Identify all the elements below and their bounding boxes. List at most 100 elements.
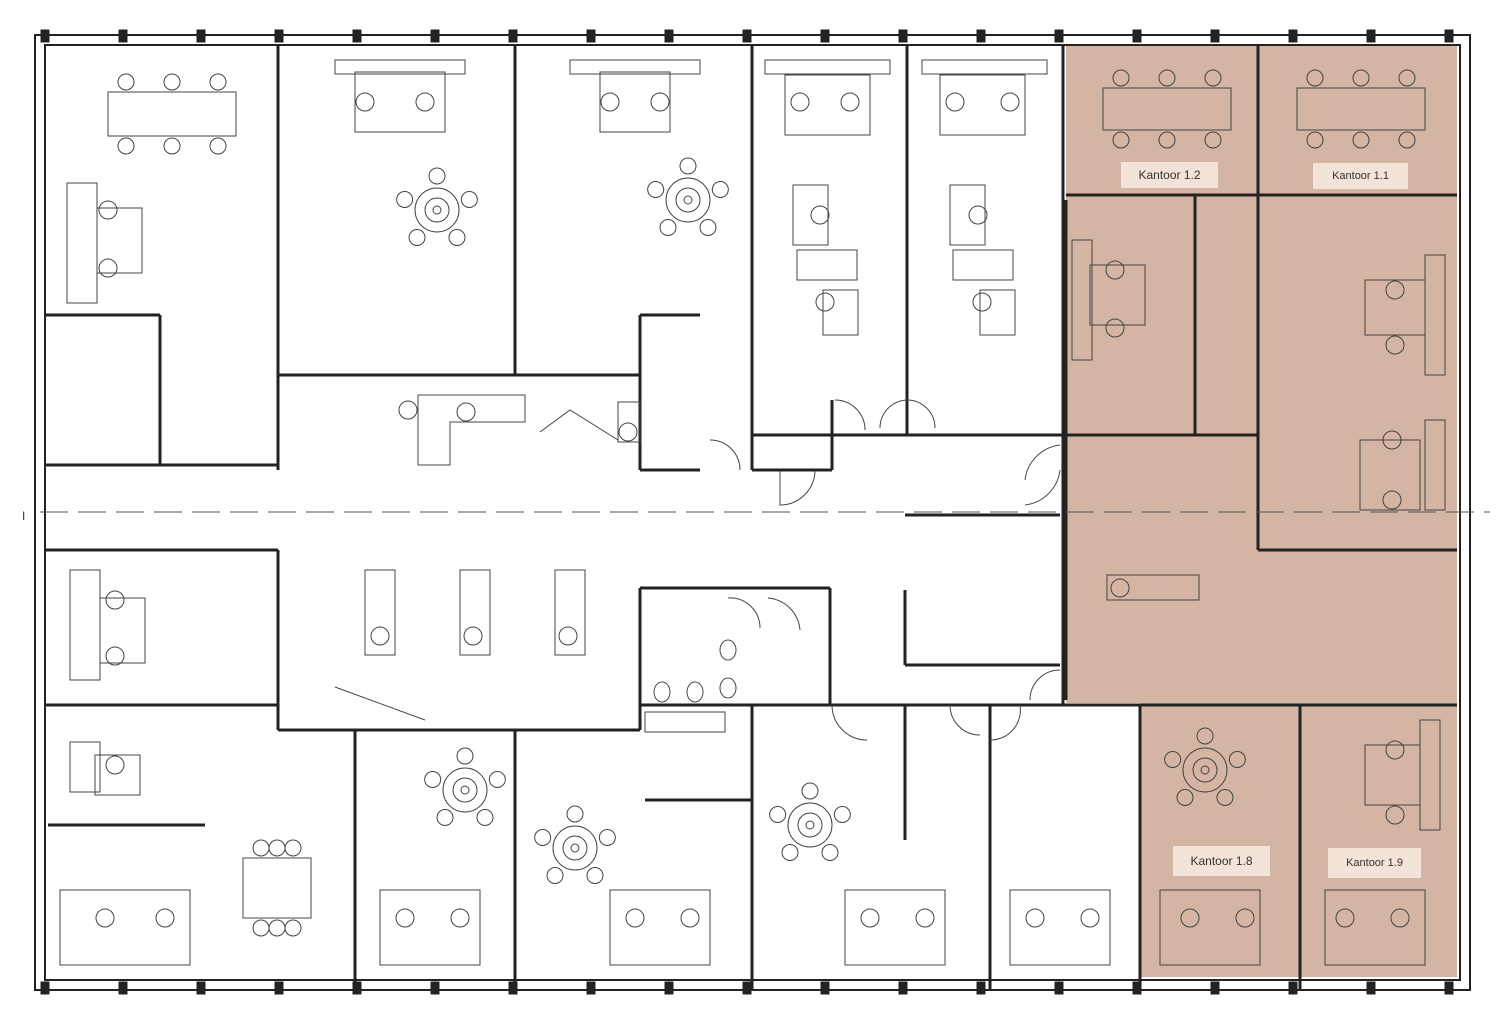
furniture <box>59 59 1446 966</box>
chair <box>586 867 604 885</box>
chair <box>370 626 390 646</box>
desk <box>69 741 101 793</box>
chair <box>1176 789 1194 807</box>
chair <box>1204 131 1222 149</box>
room-label-kantoor-1-9[interactable]: Kantoor 1.9 <box>1328 848 1421 878</box>
column <box>976 981 986 995</box>
chair <box>1112 69 1130 87</box>
desk <box>364 569 396 656</box>
chair <box>395 908 415 928</box>
chair <box>105 646 125 666</box>
column <box>196 981 206 995</box>
round-table-ring <box>675 187 701 213</box>
desk <box>1324 889 1426 966</box>
desk <box>644 711 726 733</box>
chair <box>680 908 700 928</box>
round-table <box>414 187 460 233</box>
meeting-table <box>1296 87 1426 131</box>
door-swing <box>989 704 1021 741</box>
desk <box>844 889 946 966</box>
column <box>742 981 752 995</box>
chair <box>1158 69 1176 87</box>
desk <box>784 74 871 136</box>
chair <box>456 747 474 765</box>
column <box>976 29 986 43</box>
chair <box>1228 750 1246 768</box>
door-swing <box>1024 444 1061 481</box>
round-table-ring <box>1192 757 1218 783</box>
chair <box>699 219 717 237</box>
column <box>1288 29 1298 43</box>
desk <box>939 74 1026 136</box>
chair <box>117 137 135 155</box>
highlighted-offices[interactable] <box>1066 45 1457 977</box>
column <box>430 981 440 995</box>
chair <box>1382 490 1402 510</box>
door-swing <box>779 469 816 506</box>
chair <box>98 258 118 278</box>
room-label-kantoor-1-8[interactable]: Kantoor 1.8 <box>1173 846 1270 876</box>
column <box>1210 29 1220 43</box>
chair <box>1385 280 1405 300</box>
chair <box>546 867 564 885</box>
desk <box>949 184 986 246</box>
chair <box>769 805 787 823</box>
desk <box>96 207 143 274</box>
round-table-ring <box>562 835 588 861</box>
column <box>1210 981 1220 995</box>
chair <box>1335 908 1355 928</box>
chair <box>1352 69 1370 87</box>
door-swing <box>949 704 981 736</box>
chair <box>1306 69 1324 87</box>
column <box>1366 981 1376 995</box>
chair <box>1196 727 1214 745</box>
room-label-kantoor-1-1[interactable]: Kantoor 1.1 <box>1313 163 1408 189</box>
chair <box>463 626 483 646</box>
chair <box>1110 578 1130 598</box>
column <box>586 29 596 43</box>
chair <box>647 180 665 198</box>
column <box>274 29 284 43</box>
chair <box>284 919 302 937</box>
desk <box>94 754 141 796</box>
round-table-center <box>683 195 693 205</box>
chair <box>1204 69 1222 87</box>
chair <box>679 157 697 175</box>
round-table-ring <box>424 197 450 223</box>
chair <box>1352 131 1370 149</box>
desk <box>921 59 1048 75</box>
door-swing <box>906 399 936 429</box>
chair <box>105 590 125 610</box>
chair <box>945 92 965 112</box>
door-swing <box>727 597 761 629</box>
chair <box>155 908 175 928</box>
chair <box>209 137 227 155</box>
chair <box>1105 260 1125 280</box>
chair <box>408 229 426 247</box>
column <box>352 29 362 43</box>
reception-counter <box>417 394 526 466</box>
chair <box>488 770 506 788</box>
column <box>664 29 674 43</box>
desk <box>1071 239 1093 361</box>
chair <box>460 190 478 208</box>
desk <box>569 59 701 75</box>
chair <box>163 137 181 155</box>
column <box>1444 981 1454 995</box>
room-label-kantoor-1-2[interactable]: Kantoor 1.2 <box>1121 162 1218 188</box>
column <box>1054 29 1064 43</box>
chair <box>268 839 286 857</box>
toilet <box>719 677 737 699</box>
chair <box>1000 92 1020 112</box>
chair <box>781 844 799 862</box>
chair <box>450 908 470 928</box>
chair <box>396 190 414 208</box>
desk <box>599 71 671 133</box>
door-swing <box>767 597 801 631</box>
chair <box>659 219 677 237</box>
round-table-center <box>460 785 470 795</box>
chair <box>650 92 670 112</box>
desk <box>59 889 191 966</box>
column <box>508 29 518 43</box>
chair <box>618 422 638 442</box>
